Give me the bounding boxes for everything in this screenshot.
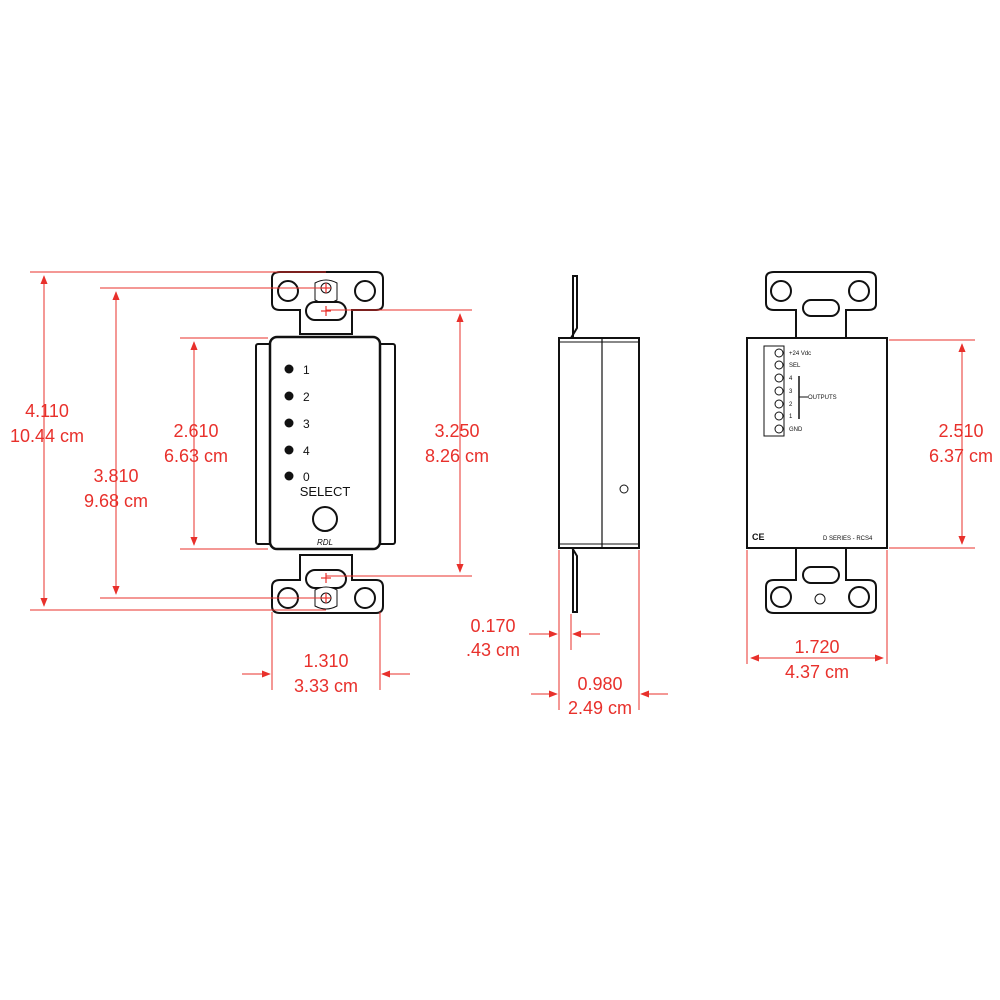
dim-flange-depth-cm: .43 cm: [466, 640, 520, 660]
led-label-4: 4: [303, 444, 310, 458]
select-button: [312, 506, 338, 532]
led-0: [284, 471, 294, 481]
terminal-label-gnd: GND: [789, 427, 803, 433]
red-center-marks: [321, 283, 331, 603]
front-faceplate: [268, 335, 382, 551]
outputs-label: OUTPUTS: [808, 395, 837, 401]
terminal-label-2: 2: [789, 402, 793, 408]
dim-back-height-in: 2.510: [938, 421, 983, 441]
led-2: [284, 391, 294, 401]
dim-back-width-in: 1.720: [794, 637, 839, 657]
ce-mark: CE: [752, 532, 765, 542]
side-view: [558, 275, 640, 613]
dimension-labels: 4.110 10.44 cm 3.810 9.68 cm 2.610 6.63 …: [10, 401, 993, 718]
side-body: [558, 337, 640, 549]
dim-total-height-in: 4.110: [25, 401, 69, 421]
dim-plate-width-cm: 3.33 cm: [294, 676, 358, 696]
brand-mark: RDL: [317, 538, 333, 547]
back-top-strap: [765, 271, 877, 339]
led-indicators: 1 2 3 4 0: [284, 363, 310, 484]
back-view: +24 Vdc SEL 4 3 2 1 GND OUTPUTS CE D SER…: [746, 271, 888, 614]
front-bottom-strap: [271, 554, 384, 614]
terminal-label-24vdc: +24 Vdc: [789, 351, 811, 357]
led-label-1: 1: [303, 363, 310, 377]
dim-total-depth-cm: 2.49 cm: [568, 698, 632, 718]
led-label-0: 0: [303, 470, 310, 484]
series-label: D SERIES - RCS4: [823, 536, 873, 542]
led-1: [284, 364, 294, 374]
terminal-label-sel: SEL: [789, 363, 801, 369]
dim-total-depth-in: 0.980: [577, 674, 622, 694]
dimension-lines: [30, 271, 975, 710]
dim-mount-spacing-cm: 9.68 cm: [84, 491, 148, 511]
dim-opening-height-cm: 8.26 cm: [425, 446, 489, 466]
dim-back-height-cm: 6.37 cm: [929, 446, 993, 466]
dim-plate-height-cm: 6.63 cm: [164, 446, 228, 466]
terminal-label-3: 3: [789, 389, 793, 395]
terminal-label-1: 1: [789, 414, 793, 420]
dim-total-height-cm: 10.44 cm: [10, 426, 84, 446]
side-screw-hole: [619, 484, 629, 494]
led-label-2: 2: [303, 390, 310, 404]
select-label: SELECT: [300, 484, 351, 499]
dim-plate-height-in: 2.610: [173, 421, 218, 441]
led-4: [284, 445, 294, 455]
front-top-strap: [271, 271, 384, 335]
back-bottom-strap: [765, 547, 877, 614]
led-3: [284, 418, 294, 428]
front-view: 1 2 3 4 0 SELECT RDL: [255, 271, 396, 614]
dim-plate-width-in: 1.310: [303, 651, 348, 671]
dim-back-width-cm: 4.37 cm: [785, 662, 849, 682]
dim-mount-spacing-in: 3.810: [93, 466, 138, 486]
led-label-3: 3: [303, 417, 310, 431]
terminal-block: [763, 345, 785, 437]
terminal-label-4: 4: [789, 376, 793, 382]
dim-flange-depth-in: 0.170: [470, 616, 515, 636]
dim-opening-height-in: 3.250: [434, 421, 479, 441]
